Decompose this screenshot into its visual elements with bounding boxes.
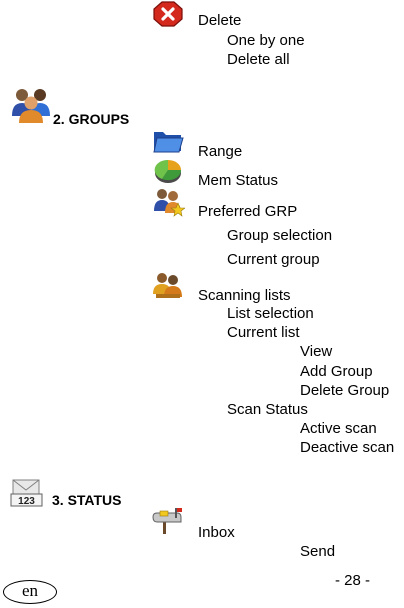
status-123-icon: 123 [10,479,43,507]
pie-chart-icon [154,159,182,183]
list-selection: List selection [227,305,314,322]
folder-icon [153,132,184,153]
delete-one-by-one: One by one [227,32,305,49]
current-list-delete-group: Delete Group [300,382,390,399]
scan-status-active: Active scan [300,420,377,437]
scan-status: Scan Status [227,401,308,418]
current-list-add-group: Add Group [300,363,373,380]
page-number: - 28 - [335,572,371,589]
status-heading: 3. STATUS [52,492,122,508]
language-badge: en [3,580,57,604]
delete-all: Delete all [227,51,290,68]
mailbox-icon [152,508,182,534]
group-selection: Group selection [227,227,333,244]
groups-heading: 2. GROUPS [53,111,130,127]
svg-text:123: 123 [18,496,35,507]
scan-status-deactive: Deactive scan [300,439,395,456]
mem-status-label: Mem Status [198,172,279,189]
delete-label: Delete [198,12,242,29]
groups-icon [12,89,50,123]
scanning-lists-label: Scanning lists [198,287,291,304]
current-list: Current list [227,324,300,341]
preferred-group-icon [154,189,185,217]
delete-icon [153,1,183,27]
scanning-icon [153,273,182,298]
current-list-view: View [300,343,333,360]
inbox-send: Send [300,543,336,560]
range-label: Range [198,143,243,160]
current-group: Current group [227,251,320,268]
preferred-grp-label: Preferred GRP [198,203,298,220]
inbox-label: Inbox [198,524,235,541]
